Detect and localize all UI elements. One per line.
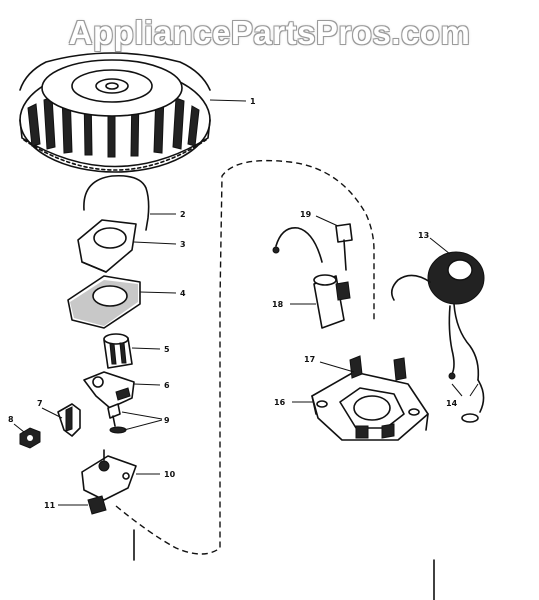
condenser — [272, 227, 351, 329]
leader-13 — [429, 237, 451, 255]
leader-5 — [131, 347, 161, 350]
callout-16: 16 — [274, 398, 286, 407]
callout-5: 5 — [164, 345, 170, 354]
leader-4 — [139, 291, 177, 294]
breaker-box — [311, 355, 429, 441]
leader-1 — [209, 99, 247, 102]
leader-6 — [133, 383, 161, 386]
condenser-screw — [335, 223, 353, 271]
callout-2: 2 — [180, 210, 186, 219]
leader-19 — [315, 215, 339, 227]
leader-3 — [133, 241, 177, 245]
bushing — [103, 333, 133, 369]
callout-14: 14 — [446, 399, 458, 408]
leader-9b — [123, 419, 163, 431]
callout-19: 19 — [300, 210, 312, 219]
breaker-arm — [83, 371, 135, 409]
callout-6: 6 — [164, 381, 170, 390]
flywheel — [19, 52, 211, 173]
callout-4: 4 — [180, 289, 186, 298]
callout-13: 13 — [418, 231, 429, 240]
callout-10: 10 — [164, 470, 176, 479]
callout-9: 9 — [164, 416, 170, 425]
spring-clip — [83, 174, 150, 231]
gasket — [67, 275, 141, 329]
callout-7: 7 — [37, 399, 43, 408]
callout-8: 8 — [8, 415, 14, 424]
leader-14a — [451, 383, 463, 397]
ignition-coil — [390, 251, 485, 381]
dust-cover — [77, 219, 137, 273]
watermark: AppliancePartsPros.com — [68, 14, 471, 51]
callout-1: 1 — [250, 97, 256, 106]
callout-3: 3 — [180, 240, 186, 249]
leader-9 — [121, 411, 163, 420]
leader-8 — [13, 423, 25, 433]
ground-wire — [461, 379, 485, 423]
screw-washer — [107, 403, 127, 434]
leader-7 — [41, 407, 63, 419]
callout-17: 17 — [304, 355, 315, 364]
mounting-plate — [81, 449, 137, 501]
bracket — [57, 403, 81, 437]
nut — [19, 427, 41, 449]
leader-14b — [469, 383, 479, 397]
felt-wick — [87, 495, 107, 515]
leader-17 — [319, 361, 355, 373]
callout-18: 18 — [272, 300, 284, 309]
group-outline — [115, 159, 375, 555]
callout-11: 11 — [44, 501, 56, 510]
